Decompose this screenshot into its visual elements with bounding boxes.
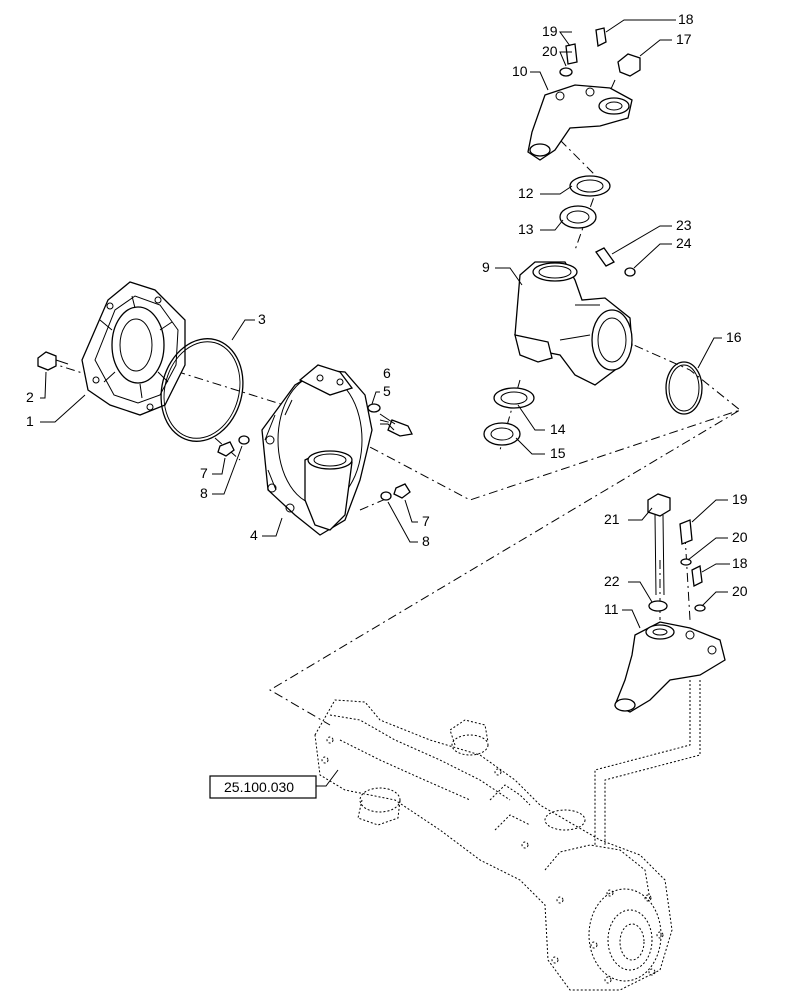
callout-7b: 7 xyxy=(422,513,430,529)
callout-4: 4 xyxy=(250,527,258,543)
callout-5: 5 xyxy=(383,383,391,399)
part-16-o-ring xyxy=(665,361,703,415)
part-24-washer xyxy=(624,267,636,277)
part-15-bearing-cone xyxy=(483,422,521,446)
part-19-bolt-lower xyxy=(679,519,693,545)
part-8-washer-right xyxy=(380,491,392,501)
callout-20a: 20 xyxy=(542,43,558,59)
part-20-washer-lower-a xyxy=(680,558,692,566)
part-23-bolt xyxy=(595,247,615,267)
callout-7a: 7 xyxy=(200,465,208,481)
part-20-washer-lower-b xyxy=(694,604,706,612)
callout-6: 6 xyxy=(383,365,391,381)
part-20-washer-top xyxy=(559,67,573,77)
part-3-o-ring xyxy=(160,338,244,442)
part-21-long-bolt xyxy=(647,493,671,596)
callout-2: 2 xyxy=(26,389,34,405)
part-8-washer-left xyxy=(238,435,250,445)
part-7-bolt-right xyxy=(393,483,411,499)
leader-lines xyxy=(40,19,730,787)
callout-19a: 19 xyxy=(542,23,558,39)
callout-12: 12 xyxy=(518,185,534,201)
axle-assembly xyxy=(314,699,673,991)
reference-box[interactable]: 25.100.030 xyxy=(209,775,317,799)
part-12-bearing-cup xyxy=(569,175,611,197)
callout-13: 13 xyxy=(518,221,534,237)
callout-9: 9 xyxy=(482,259,490,275)
callout-8b: 8 xyxy=(422,533,430,549)
callout-20b: 20 xyxy=(732,529,748,545)
callout-3: 3 xyxy=(258,311,266,327)
callout-10: 10 xyxy=(512,63,528,79)
part-13-bearing-cone xyxy=(559,205,597,229)
callout-18b: 18 xyxy=(732,555,748,571)
callout-20c: 20 xyxy=(732,583,748,599)
callout-19b: 19 xyxy=(732,491,748,507)
part-7-bolt-left xyxy=(217,441,235,457)
callout-15: 15 xyxy=(550,445,566,461)
callout-22: 22 xyxy=(604,573,620,589)
part-17-plug xyxy=(617,53,641,77)
part-2-bolt xyxy=(37,351,69,371)
callout-21: 21 xyxy=(604,511,620,527)
reference-label[interactable]: 25.100.030 xyxy=(224,779,294,795)
callout-23: 23 xyxy=(676,217,692,233)
part-10-steering-arm xyxy=(527,84,633,161)
assembly-centerlines xyxy=(47,79,741,845)
callout-1: 1 xyxy=(26,413,34,429)
part-9-swivel-housing xyxy=(514,261,633,386)
part-18-bolt-top xyxy=(595,27,607,47)
part-11-steering-arm xyxy=(614,621,726,713)
part-6-washer xyxy=(367,403,381,413)
part-18-bolt-lower xyxy=(691,565,703,587)
part-22-snap-ring xyxy=(648,600,668,612)
part-14-bearing-cup xyxy=(493,387,535,409)
callout-16: 16 xyxy=(726,329,742,345)
callout-17: 17 xyxy=(676,31,692,47)
callout-labels: 1 2 3 4 5 6 7 8 7 8 9 10 11 12 13 14 15 … xyxy=(26,11,748,617)
part-19-bolt-top xyxy=(565,43,578,65)
part-5-bolt xyxy=(379,413,413,437)
callout-8a: 8 xyxy=(200,485,208,501)
callout-14: 14 xyxy=(550,421,566,437)
callout-24: 24 xyxy=(676,235,692,251)
part-4-housing xyxy=(261,364,373,536)
part-1-cover xyxy=(81,281,186,416)
callout-18a: 18 xyxy=(678,11,694,27)
callout-11: 11 xyxy=(604,601,619,617)
